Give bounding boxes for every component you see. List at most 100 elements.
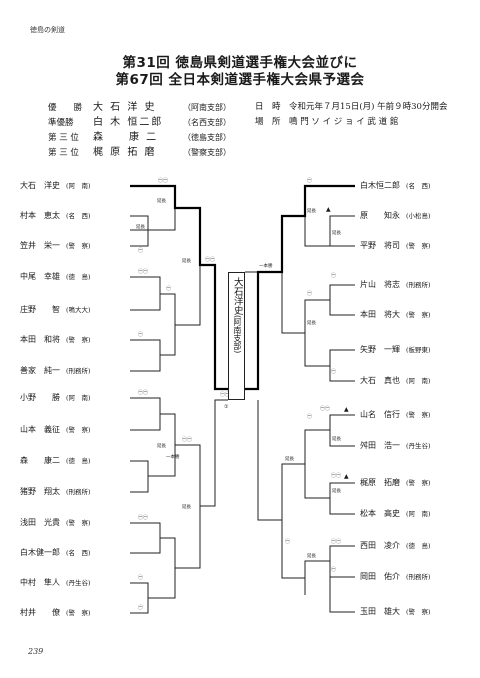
player-affiliation: (名 西) <box>406 182 431 190</box>
score-mark: ㊀㊀ <box>320 406 331 412</box>
player-name: 白木健一郎 <box>20 548 60 557</box>
bracket-player-right: 原 知永 (小松島) <box>360 212 431 220</box>
player-affiliation: (警 察) <box>66 609 91 617</box>
triangle-marker-icon: ▲ <box>344 406 349 413</box>
score-mark: ㊀㊀ <box>205 257 216 263</box>
player-affiliation: (警 察) <box>66 519 91 527</box>
extension-label: 延長 <box>182 505 191 510</box>
player-affiliation: (小松島) <box>406 212 431 220</box>
result-affiliation: （警察支部） <box>183 148 231 157</box>
score-mark: ㊀㊀ <box>138 269 149 275</box>
result-name: 白 木 恒二郎 <box>93 117 164 128</box>
player-affiliation: (徳 島) <box>66 457 91 465</box>
result-rank: 優 勝 <box>48 103 83 113</box>
event-date-label: 日 時 <box>255 102 281 112</box>
player-affiliation: (丹生谷) <box>66 579 91 587</box>
bracket-player-right: 松本 高史 (阿 南) <box>360 510 431 518</box>
bracket-player-right: 平野 将司(警 察) <box>360 242 431 250</box>
player-name: 山本 義征 <box>20 425 60 434</box>
bracket-player-left: 猪野 翔太(刑務所) <box>20 488 91 496</box>
extension-label: 延長 <box>307 554 316 559</box>
score-mark: ㊀ <box>331 567 337 573</box>
player-name: 梶原 拓磨 <box>360 478 400 487</box>
result-row: 優 勝大 石 洋 史 （阿南支部） <box>48 103 231 113</box>
player-affiliation: (阿 南) <box>66 394 91 402</box>
result-affiliation: （阿南支部） <box>183 103 231 112</box>
result-row: 準優勝白 木 恒二郎（名西支部） <box>48 118 231 128</box>
event-date-value: 令和元年７月15日(月) 午前９時30分開会 <box>289 102 448 112</box>
ippon-label: 一本勝 <box>259 264 273 269</box>
player-name: 森 康二 <box>20 456 60 465</box>
score-mark: ㊀ <box>166 286 172 292</box>
player-affiliation: (阿 南) <box>406 510 431 518</box>
player-affiliation: (警 察) <box>66 336 91 344</box>
score-mark: ㊀ <box>307 178 313 184</box>
player-name: 原 知永 <box>360 211 400 220</box>
player-affiliation: (刑務所) <box>406 573 431 581</box>
bracket-player-left: 本田 和将(警 察) <box>20 336 91 344</box>
page-number: 239 <box>28 647 44 656</box>
score-mark: ㊀ <box>307 291 313 297</box>
player-name: 白木恒二郎 <box>360 181 400 190</box>
player-affiliation: (刑務所) <box>66 488 91 496</box>
bracket-player-left: 中村 隼人 (丹生谷) <box>20 579 91 587</box>
bracket-player-right: 梶原 拓磨 (警 察) <box>360 479 431 487</box>
player-affiliation: (警 察) <box>406 479 431 487</box>
player-name: 庄野 智 <box>20 305 60 314</box>
player-affiliation: (鳴大大) <box>66 306 91 314</box>
triangle-marker-icon: ▲ <box>344 473 349 480</box>
bracket-player-left: 浅田 光貴 (警 察) <box>20 519 91 527</box>
event-venue-label: 場 所 <box>255 117 281 127</box>
page-title-line-2: 第67回 全日本剣道選手権大会県予選会 <box>115 72 365 88</box>
bracket-player-left: 白木健一郎(名 西) <box>20 549 91 557</box>
extension-label: 延長 <box>332 489 341 494</box>
player-name: 中村 隼人 <box>20 578 60 587</box>
player-affiliation: (警 察) <box>66 426 91 434</box>
extension-label: 延長 <box>307 209 316 214</box>
result-rank: 第 三 位 <box>48 148 79 158</box>
result-row: 第 三 位 梶 原 拓 磨 （警察支部） <box>48 148 231 158</box>
player-affiliation: (警 察) <box>406 411 431 419</box>
bracket-player-right: 矢野 一輝 (板野東) <box>360 346 431 354</box>
player-name: 平野 将司 <box>360 241 400 250</box>
section-header: 徳島の剣道 <box>30 26 65 34</box>
bracket-player-right: 本田 将大(警 察) <box>360 311 431 319</box>
champion-name: 大石洋史 <box>231 277 243 315</box>
score-mark: ㊀㊀ <box>138 390 149 396</box>
score-mark: ㊀ <box>138 605 144 611</box>
player-name: 舛田 浩一 <box>360 441 400 450</box>
extension-label: 延長 <box>285 457 294 462</box>
result-name: 森 康 二 <box>93 132 159 143</box>
player-name: 浅田 光貴 <box>20 518 60 527</box>
result-name: 梶 原 拓 磨 <box>93 147 157 158</box>
score-mark: ㊀㊀ <box>138 515 149 521</box>
extension-label: 延長 <box>136 225 145 230</box>
event-date: 日 時令和元年７月15日(月) 午前９時30分開会 <box>255 103 447 112</box>
result-name: 大 石 洋 史 <box>93 102 157 113</box>
player-name: 松本 高史 <box>360 509 400 518</box>
bracket-player-right: 岡田 佑介(刑務所) <box>360 573 431 581</box>
player-name: 善家 純一 <box>20 366 60 375</box>
player-name: 大石 真也 <box>360 376 400 385</box>
bracket-player-left: 村本 恵太 (名 西) <box>20 212 91 220</box>
score-mark: ㊀ <box>138 332 144 338</box>
extension-label: 延長 <box>307 321 316 326</box>
bracket-player-right: 玉田 雄大(警 察) <box>360 608 431 616</box>
player-affiliation: (名 西) <box>66 212 91 220</box>
score-mark: ㊀㊀ <box>220 392 231 398</box>
player-name: 村本 恵太 <box>20 211 60 220</box>
bracket-player-left: 善家 純一 (刑務所) <box>20 367 91 375</box>
extension-label: 延長 <box>332 437 341 442</box>
score-mark: ㊀ <box>331 369 337 375</box>
player-name: 矢野 一輝 <box>360 345 400 354</box>
extension-label: 延長 <box>157 199 166 204</box>
player-name: 中尾 幸雄 <box>20 272 60 281</box>
player-affiliation: (阿 南) <box>406 377 431 385</box>
player-affiliation: (刑務所) <box>406 281 431 289</box>
player-affiliation: (板野東) <box>406 346 431 354</box>
page-title-line-1: 第31回 徳島県剣道選手権大会並びに <box>122 55 358 71</box>
bracket-player-right: 大石 真也 (阿 南) <box>360 377 431 385</box>
player-affiliation: (刑務所) <box>66 367 91 375</box>
bracket-player-left: 山本 義征 (警 察) <box>20 426 91 434</box>
